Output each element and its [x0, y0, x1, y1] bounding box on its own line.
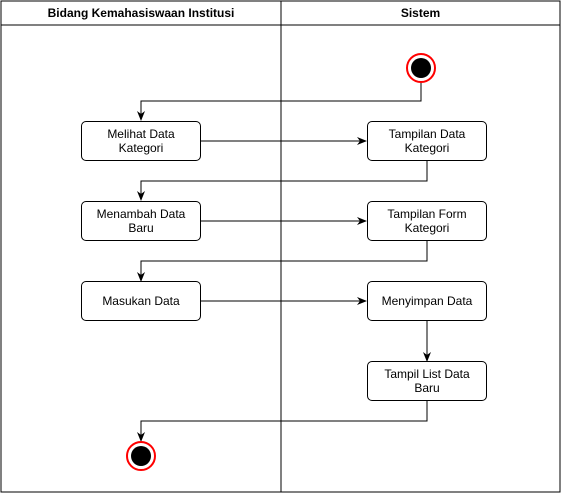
start-node	[406, 53, 436, 83]
system-tampilan-form-kategori: Tampilan Form Kategori	[367, 201, 487, 241]
edge-tampil-list-to-end	[137, 401, 428, 442]
action-masukan-data: Masukan Data	[81, 281, 201, 321]
lane-right-frame	[280, 0, 561, 493]
edge-tampilan-data-to-menambah	[137, 161, 428, 201]
action-menambah-data-baru: Menambah Data Baru	[81, 201, 201, 241]
system-tampil-list-data-baru: Tampil List Data Baru	[367, 361, 487, 401]
lane-left-frame	[0, 0, 282, 493]
system-tampilan-data-kategori: Tampilan Data Kategori	[367, 121, 487, 161]
action-melihat-data-kategori: Melihat Data Kategori	[81, 121, 201, 161]
end-node	[126, 441, 156, 471]
system-menyimpan-data: Menyimpan Data	[367, 281, 487, 321]
edge-tampilan-form-to-masukan	[137, 241, 428, 282]
lane-title-right: Sistem	[400, 6, 441, 20]
edge-start-to-melihat	[137, 83, 422, 121]
lane-title-left: Bidang Kemahasiswaan Institusi	[47, 6, 235, 20]
